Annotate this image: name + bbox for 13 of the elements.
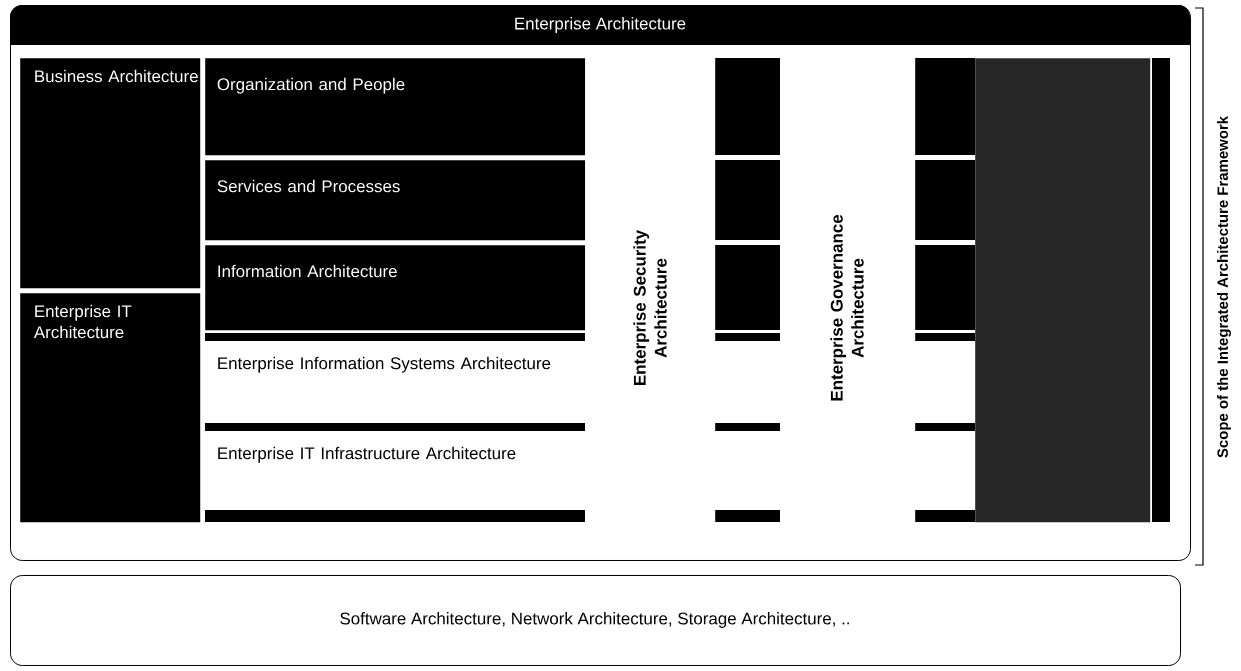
layer-box: Enterprise IT Architecture [20, 293, 201, 523]
column-box: Enterprise Security Architecture [585, 58, 716, 523]
column-box: Enterprise Governance Architecture [780, 58, 916, 523]
layer-box: Business Architecture [20, 58, 201, 289]
shaded-column [975, 58, 1151, 523]
row-box: Services and Processes [205, 160, 586, 241]
node-label: Information Architecture [218, 264, 397, 278]
node-label: Enterprise Security Architecture [633, 229, 667, 385]
scope-label: Scope of the Integrated Architecture Framework [1217, 115, 1231, 458]
row-box: Information Architecture [205, 245, 586, 331]
node-label: Enterprise Governance Architecture [830, 214, 864, 401]
row-box: Organization and People [205, 58, 586, 156]
base-box: Software Architecture, Network Architecture, Storage Architecture, .. [10, 575, 1181, 666]
